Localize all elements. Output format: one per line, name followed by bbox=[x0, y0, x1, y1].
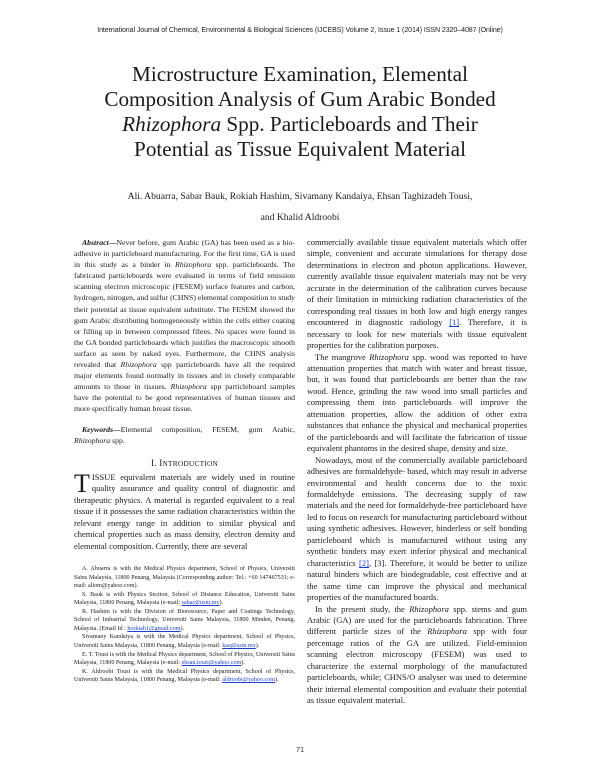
abstract-text-4: spp particleboard samples have the poten… bbox=[74, 382, 295, 414]
title-line-2: Composition Analysis of Gum Arabic Bonde… bbox=[104, 87, 496, 111]
drop-cap: T bbox=[74, 468, 90, 498]
footnote-text: K. Aldroobi Tousi is with the Medical Ph… bbox=[74, 668, 295, 684]
paragraph-text: In the present study, the bbox=[315, 603, 410, 614]
footnote-end: ). bbox=[255, 642, 260, 649]
section-numeral: I. I bbox=[150, 457, 163, 468]
abstract-label: Abstract bbox=[82, 238, 109, 247]
email-link[interactable]: ehsan.tousi@yahoo.com bbox=[181, 660, 242, 667]
genus-italic: Rhizophora bbox=[427, 626, 467, 637]
title-line-4: Potential as Tissue Equivalent Material bbox=[134, 137, 466, 161]
footnote-hashim: R. Hashim is with the Division of Biores… bbox=[74, 608, 295, 634]
footnote-abuarra: A. Abuarra is with the Medical Physics d… bbox=[74, 566, 295, 590]
abstract-text-3: spp particleboards have all the required… bbox=[74, 360, 295, 392]
keywords-label: Keywords bbox=[82, 424, 113, 434]
section-title-smallcaps: NTRODUCTION bbox=[162, 458, 219, 468]
email-link[interactable]: hrokiah1@gmail.com bbox=[127, 625, 181, 632]
journal-header: International Journal of Chemical, Envir… bbox=[97, 26, 503, 34]
footnote-end: ). bbox=[241, 660, 245, 667]
footnote-text: R. Hashim is with the Division of Biores… bbox=[74, 608, 295, 632]
abstract: Abstract—Never before, gum Arabic (GA) h… bbox=[74, 237, 295, 415]
introduction-text: ISSUE equivalent materials are widely us… bbox=[74, 471, 295, 551]
footnote-bauk: S. Bauk is with Physics Section, School … bbox=[74, 591, 295, 608]
right-column: commercially available tissue equivalent… bbox=[307, 237, 527, 707]
footnote-tousi: E. T. Tousi is with the Medical Physics … bbox=[74, 651, 295, 668]
citation-link-2[interactable]: [2] bbox=[359, 557, 369, 568]
section-heading-introduction: I. INTRODUCTION bbox=[74, 458, 295, 469]
keywords: Keywords—Elemental composition, FESEM, g… bbox=[74, 424, 295, 446]
paragraph-text: spp. stems and gum Arabic (GA) are used … bbox=[307, 603, 527, 637]
author-footnotes: A. Abuarra is with the Medical Physics d… bbox=[74, 565, 295, 685]
paragraph-text: commercially available tissue equivalent… bbox=[307, 237, 527, 328]
abstract-italic-1: Rhizophora bbox=[174, 260, 212, 270]
footnote-aldroobi: K. Aldroobi Tousi is with the Medical Ph… bbox=[74, 668, 295, 685]
body-paragraph-1: commercially available tissue equivalent… bbox=[307, 237, 527, 352]
footnote-text: S. Bauk is with Physics Section, School … bbox=[74, 591, 295, 607]
genus-italic: Rhizophora bbox=[409, 603, 449, 614]
genus-italic: Rhizophora bbox=[369, 351, 409, 362]
email-link[interactable]: aldroobi@yahoo.com bbox=[222, 677, 276, 684]
abstract-text-2: spp. particleboards. The fabricated part… bbox=[74, 260, 295, 370]
title-line-3: Rhizophora Spp. Particleboards and Their bbox=[60, 112, 540, 137]
title-genus-italic: Rhizophora bbox=[122, 112, 222, 136]
body-paragraph-3: Nowadays, most of the commercially avail… bbox=[307, 455, 527, 604]
email-link[interactable]: sabar@usm.my bbox=[181, 600, 220, 607]
citation-link-1[interactable]: [1] bbox=[449, 317, 460, 328]
body-paragraph-2: The mangrove Rhizophora spp. wood was re… bbox=[307, 352, 527, 455]
paragraph-text: , [3]. Therefore, it would be better to … bbox=[307, 557, 527, 603]
keywords-text: Elemental composition, FESEM, gum Arabic… bbox=[120, 424, 295, 434]
keywords-end: spp. bbox=[110, 435, 125, 445]
keywords-italic: Rhizophora bbox=[74, 435, 111, 445]
page-number: 71 bbox=[295, 745, 305, 754]
paragraph-text: . Therefore, it is necessary to look for… bbox=[307, 317, 527, 351]
paragraph-text: Nowadays, most of the commercially avail… bbox=[307, 454, 527, 568]
left-column: Abstract—Never before, gum Arabic (GA) h… bbox=[74, 237, 295, 685]
footnote-text: E. T. Tousi is with the Medical Physics … bbox=[74, 651, 295, 667]
email-link[interactable]: kaa@usm.my bbox=[222, 642, 256, 649]
footnote-end: ). bbox=[275, 677, 279, 684]
title-line-1: Microstructure Examination, Elemental bbox=[132, 62, 468, 86]
footnote-end: ). bbox=[180, 625, 185, 632]
paper-title: Microstructure Examination, Elemental Co… bbox=[60, 62, 540, 162]
authors-line-1: Ali. Abuarra, Sabar Bauk, Rokiah Hashim,… bbox=[127, 191, 473, 202]
abstract-italic-3: Rhizophora bbox=[170, 382, 207, 392]
authors-line-2: and Khalid Aldroobi bbox=[260, 212, 340, 223]
body-paragraph-4: In the present study, the Rhizophora spp… bbox=[307, 604, 527, 707]
abstract-dash: — bbox=[108, 238, 117, 247]
footnote-text: Sivamany Kandaiya is with the Medical Ph… bbox=[74, 634, 295, 649]
footnote-kandaiya: Sivamany Kandaiya is with the Medical Ph… bbox=[74, 633, 295, 650]
footnote-end: ). bbox=[219, 600, 224, 607]
author-list: Ali. Abuarra, Sabar Bauk, Rokiah Hashim,… bbox=[60, 186, 540, 228]
paragraph-text: The mangrove bbox=[315, 351, 370, 362]
abstract-text-1: Never before, gum Arabic (GA) has been u… bbox=[74, 238, 295, 270]
abstract-italic-2: Rhizophora bbox=[120, 360, 157, 370]
title-line-3-rest: Spp. Particleboards and Their bbox=[221, 112, 478, 136]
keywords-dash: — bbox=[113, 424, 121, 434]
paragraph-text: spp with four percentage ratios of the G… bbox=[307, 626, 527, 706]
paragraph-text: spp. wood was reported to have attenuati… bbox=[307, 351, 528, 454]
